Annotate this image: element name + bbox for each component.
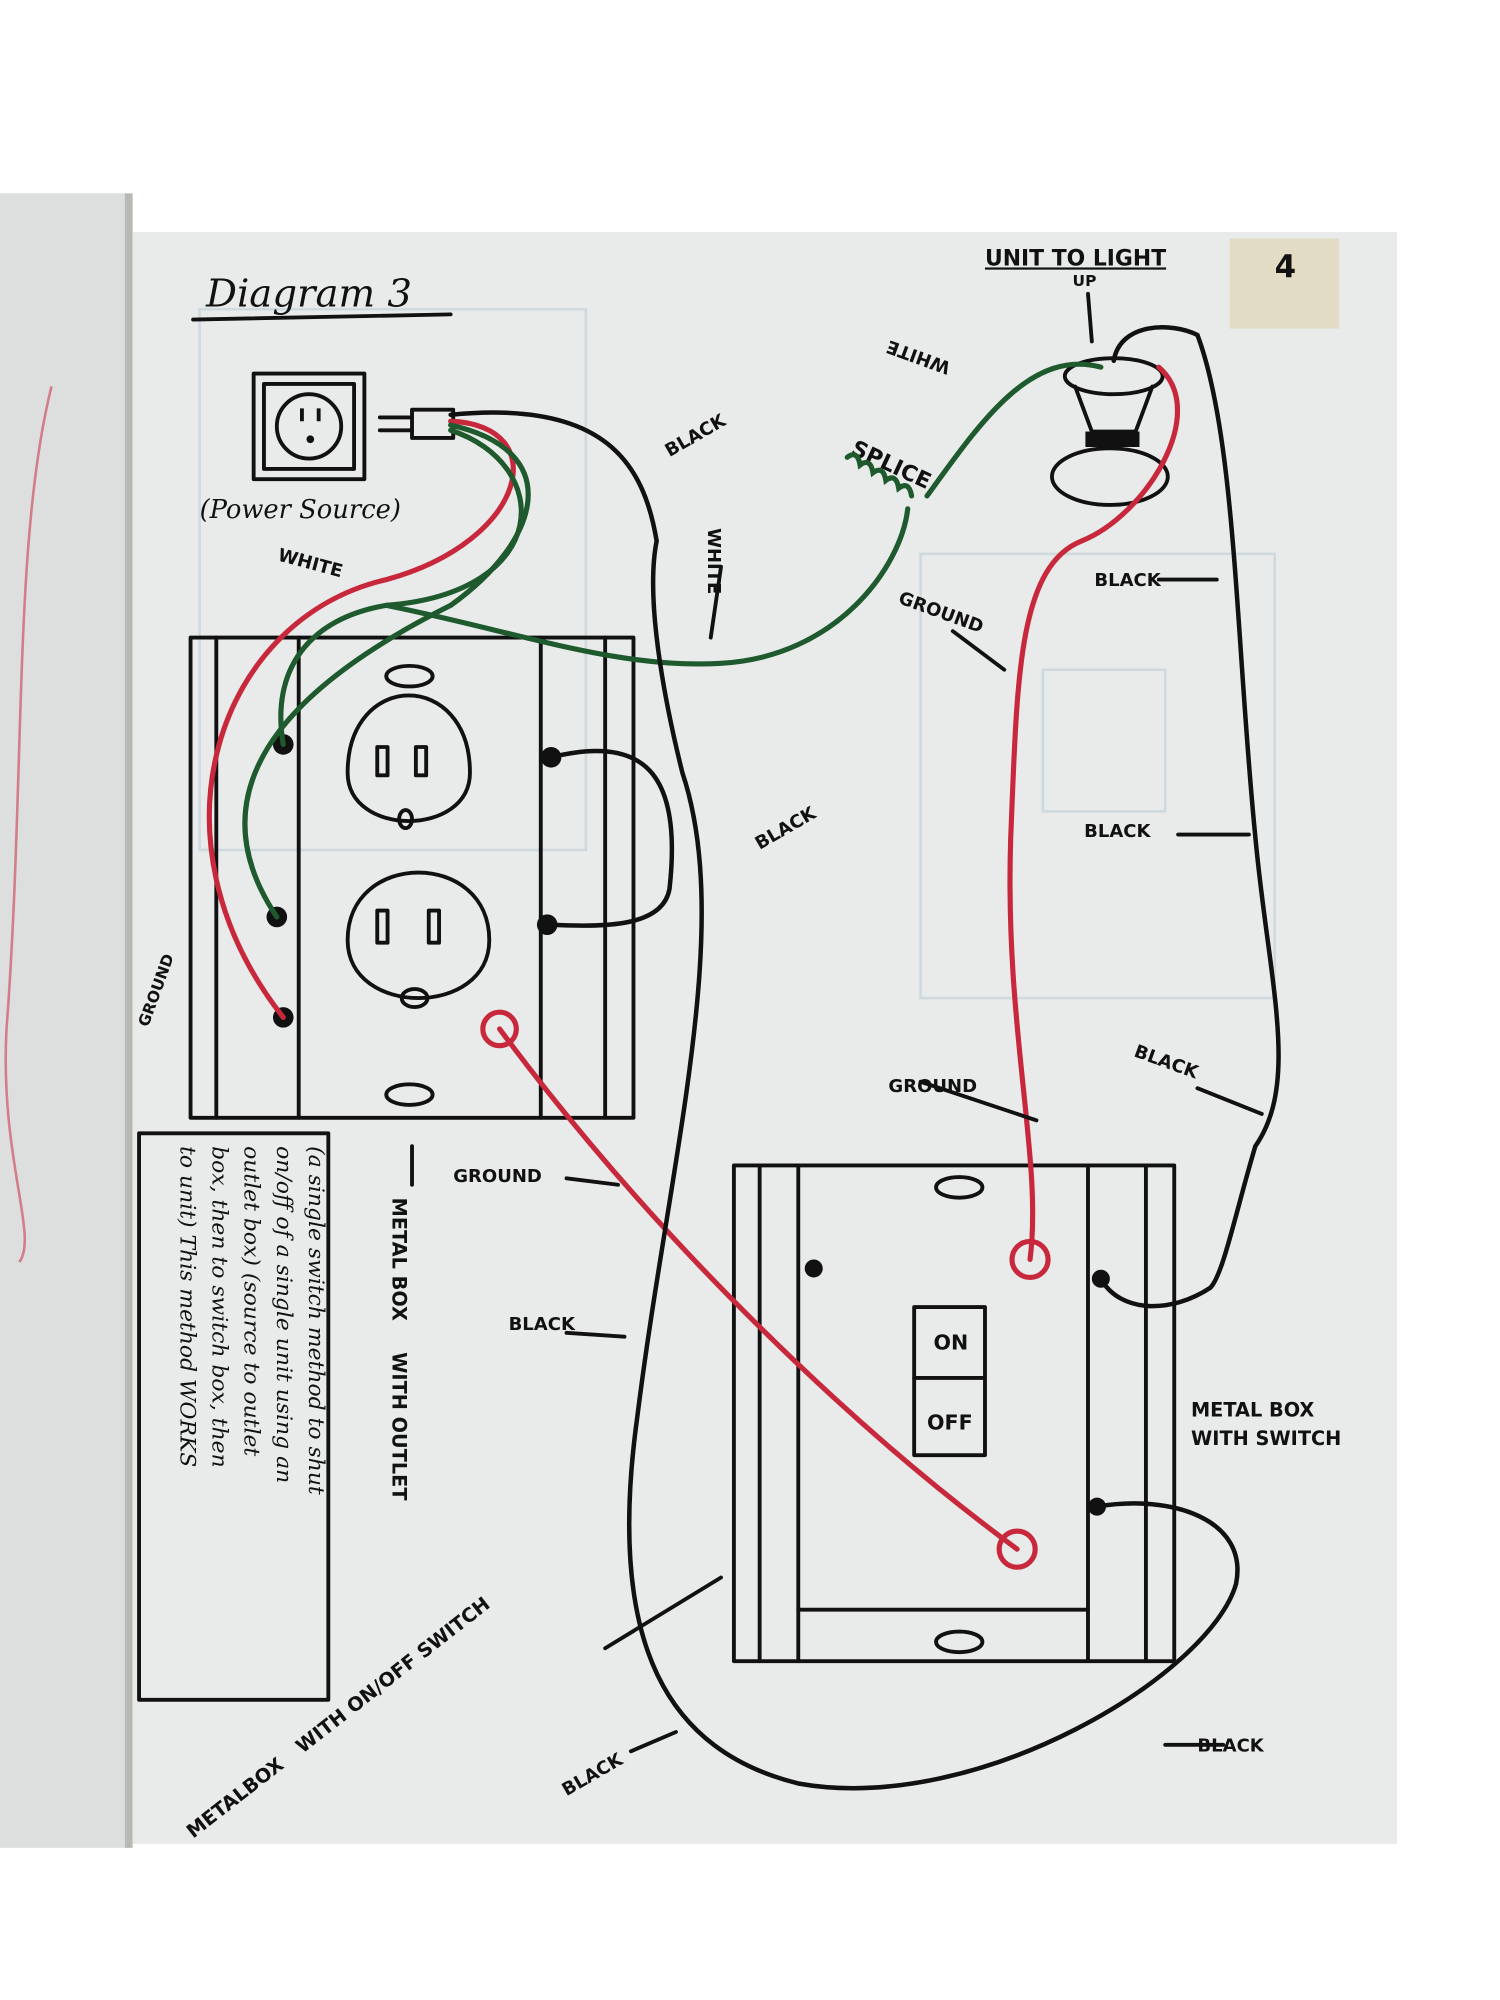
black-wire-unit-switch [1098,325,1281,1309]
label-white-vertical: WHITE [703,528,724,594]
power-source-outlet [251,371,456,482]
unit-to-light-label-up: UP [1073,272,1097,290]
red-wire-unit [1007,364,1180,1263]
switch-box-label-1: METAL BOX [1191,1399,1314,1422]
unit-to-light-label: UNIT TO LIGHT [985,246,1166,271]
note-line: box, then to switch box, then [206,1146,231,1468]
title-underline [191,312,453,322]
note-box [137,1131,331,1702]
switch-on-label: ON [933,1331,968,1355]
power-source-label: (Power Source) [200,495,401,525]
notebook-page [132,231,1397,1844]
note-line: to unit) This method WORKS [174,1146,199,1467]
note-text: (a single switch method to shut on/off o… [174,1146,328,1495]
label-black-bottom-right: BLACK [1197,1735,1264,1756]
diagram-title: Diagram 3 [205,272,412,317]
note-line: on/off of a single unit using an [271,1146,296,1483]
black-wire-main [448,410,1240,1791]
left-page [0,193,129,1848]
outlet-box-label-2: WITH OUTLET [388,1352,411,1501]
page-gutter [124,193,133,1848]
green-wire-splice [383,506,911,667]
black-wire-outlet-jumper [544,748,675,928]
page-number: 4 [1275,249,1297,285]
tape-patch [1229,238,1340,329]
label-ground-mid: GROUND [453,1166,542,1187]
switch-box-label-2: WITH SWITCH [1191,1427,1341,1450]
unit-arrow [1086,291,1094,344]
note-line: outlet box) (source to outlet [239,1146,264,1456]
left-page-scribble [4,386,53,1263]
light-bulb-unit [1050,356,1170,507]
label-black-left: BLACK [509,1314,576,1335]
switch-metal-box [731,1163,1177,1664]
red-wire-ground-outlet [206,418,516,1020]
show-through-sketch [198,307,1276,1000]
outlet-box-label-1: METAL BOX [388,1198,411,1321]
wires [206,325,1281,1791]
splice-coil [844,452,915,499]
arrows [410,564,1264,1754]
red-wire-switch-link [496,1026,1020,1552]
switch-off-label: OFF [927,1410,973,1434]
label-black-right1: BLACK [1094,570,1161,591]
note-line: (a single switch method to shut [303,1146,328,1495]
green-wire-unit [924,361,1104,499]
label-black-right2: BLACK [1084,821,1151,842]
green-wire-outlet [242,422,531,920]
